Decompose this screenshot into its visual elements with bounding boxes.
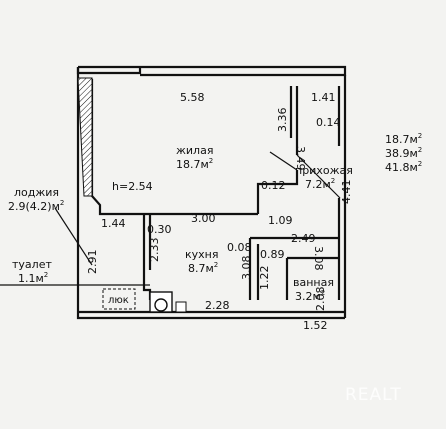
dim-089: 0.89 bbox=[260, 248, 285, 261]
dim-336: 3.36 bbox=[276, 108, 289, 133]
kitchen-area: 8.7м2 bbox=[188, 261, 218, 275]
dim-300: 3.00 bbox=[191, 212, 216, 225]
living-name: жилая bbox=[176, 144, 213, 157]
dim-291: 2.91 bbox=[86, 250, 99, 275]
dim-122: 1.22 bbox=[258, 266, 271, 291]
dim-349: 3.49 bbox=[294, 146, 307, 171]
hatch-box bbox=[102, 288, 136, 310]
bath-area: 3.2м2 bbox=[295, 289, 325, 303]
dimensions: 5.58 1.41 0.14 3.49 3.36 0.12 4.41 1.44 … bbox=[86, 91, 353, 332]
dim-030: 0.30 bbox=[147, 223, 172, 236]
walls bbox=[0, 65, 347, 320]
dim-228: 2.28 bbox=[205, 299, 230, 312]
dim-441: 4.41 bbox=[340, 180, 353, 205]
loggia-area: 2.9(4.2)м2 bbox=[8, 199, 64, 213]
toilet-area: 1.1м2 bbox=[18, 271, 48, 285]
dim-008: 0.08 bbox=[227, 241, 252, 254]
dim-109: 1.09 bbox=[268, 214, 293, 227]
dim-144: 1.44 bbox=[101, 217, 126, 230]
room-labels: жилая 18.7м2 h=2.54 прихожая 7.2м2 кухня… bbox=[8, 144, 353, 303]
toilet-name: туалет bbox=[12, 258, 52, 271]
hall-area: 7.2м2 bbox=[305, 177, 335, 191]
summary-gross: 41.8м2 bbox=[385, 160, 422, 174]
kitchen-name: кухня bbox=[185, 248, 218, 261]
living-area: 18.7м2 bbox=[176, 157, 213, 171]
hatch-label: люк bbox=[108, 295, 129, 306]
dim-152: 1.52 bbox=[303, 319, 328, 332]
living-height: h=2.54 bbox=[112, 180, 153, 193]
hall-name: прихожая bbox=[295, 164, 353, 177]
dim-208: 2.08 bbox=[314, 287, 327, 312]
dim-014: 0.14 bbox=[316, 116, 341, 129]
toilet-fixture bbox=[149, 291, 187, 313]
bath-name: ванная bbox=[293, 276, 334, 289]
dim-141: 1.41 bbox=[311, 91, 336, 104]
watermark: REALT bbox=[345, 385, 402, 405]
summary-total: 38.9м2 bbox=[385, 146, 422, 160]
area-summary: 18.7м2 38.9м2 41.8м2 bbox=[385, 132, 422, 174]
summary-living: 18.7м2 bbox=[385, 132, 422, 146]
dim-558: 5.58 bbox=[180, 91, 205, 104]
dim-308b: 3.08 bbox=[312, 246, 325, 271]
dim-249: 2.49 bbox=[291, 232, 316, 245]
loggia-name: лоджия bbox=[14, 186, 59, 199]
dim-308a: 3.08 bbox=[240, 256, 253, 281]
dim-012: 0.12 bbox=[261, 179, 286, 192]
dim-233: 2.33 bbox=[148, 238, 161, 263]
